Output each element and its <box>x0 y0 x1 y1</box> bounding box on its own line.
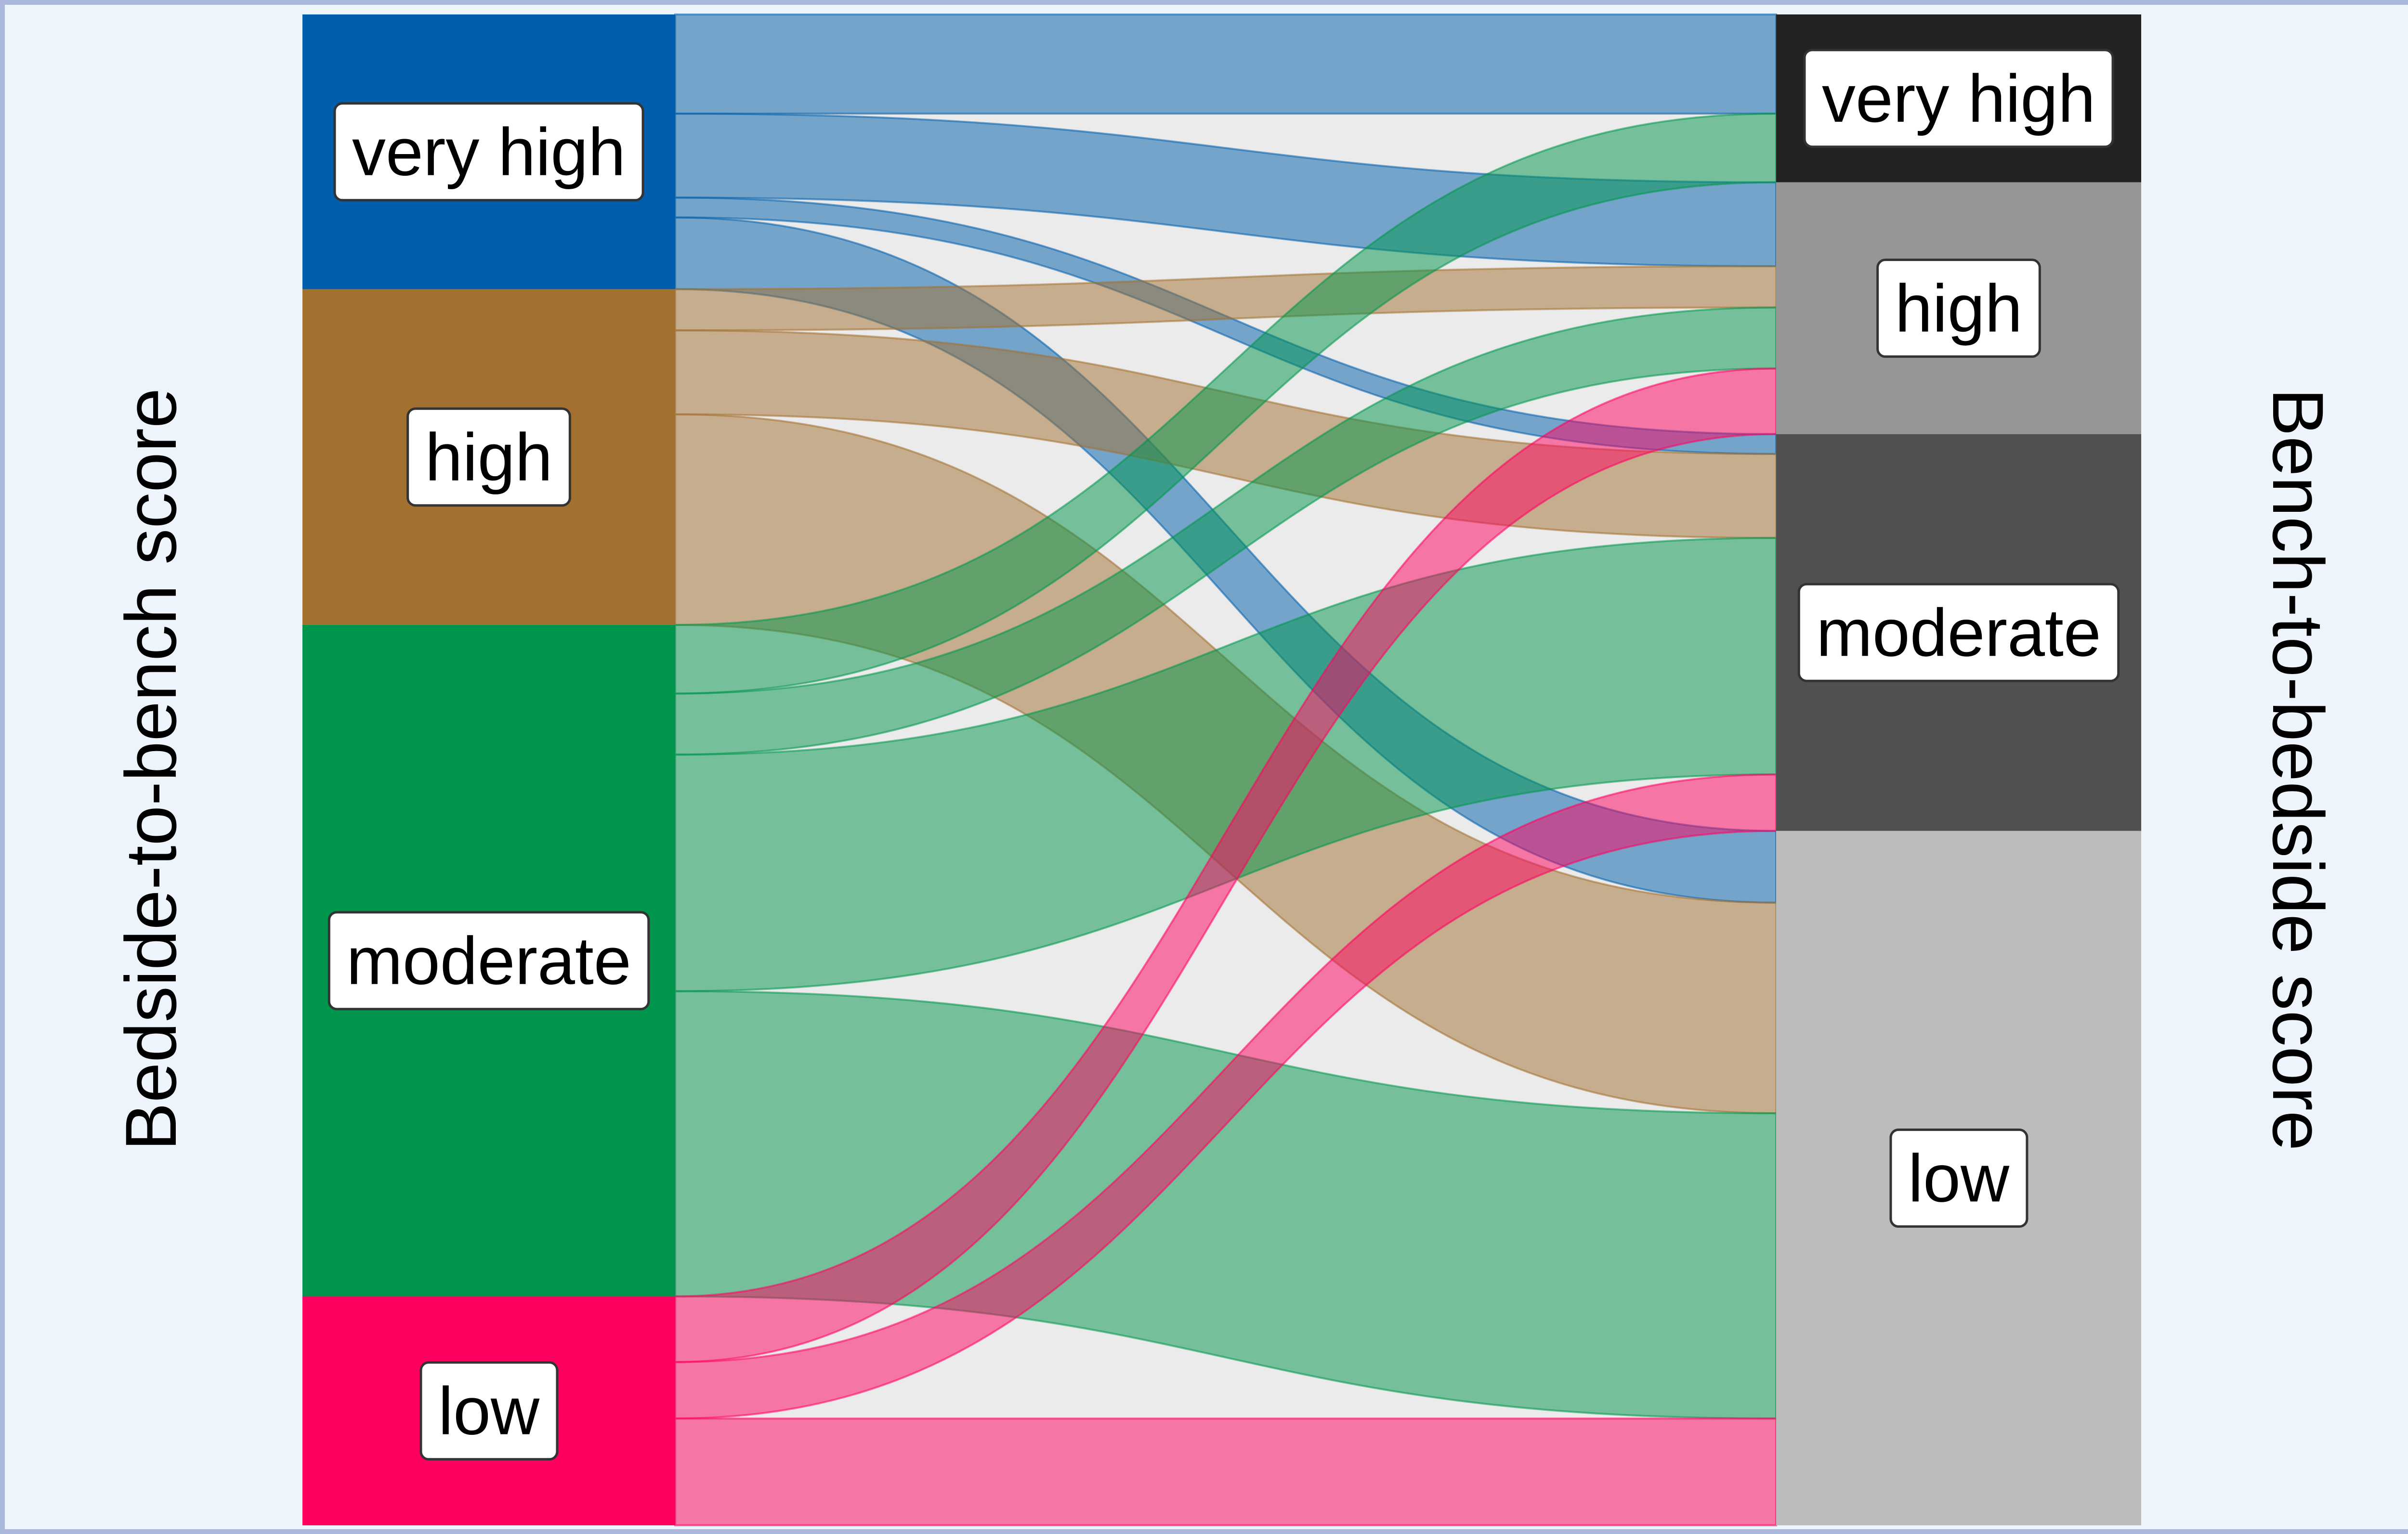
right-label-text-low: low <box>1908 1140 2010 1216</box>
right-label-box-very-high <box>1803 49 2114 148</box>
right-label-box-low <box>1889 1128 2028 1228</box>
flows-layer <box>674 13 1777 1527</box>
left-label-box-moderate <box>327 911 650 1011</box>
right-label-high: high <box>1876 259 2041 358</box>
left-label-box-very-high <box>333 102 644 202</box>
right-label-box-moderate <box>1797 583 2120 682</box>
node-labels-layer: very high high moderate low very high high mod… <box>327 49 2120 1461</box>
left-label-box-high <box>406 407 571 507</box>
left-label-text-low: low <box>438 1373 540 1449</box>
right-label-text-high: high <box>1895 271 2023 346</box>
left-label-box-low <box>419 1361 559 1461</box>
right-label-box-high <box>1876 259 2041 358</box>
right-label-text-very-high: very high <box>1822 61 2095 136</box>
left-label-low: low <box>419 1361 559 1461</box>
left-axis-title: Bedside-to-bench score <box>110 388 191 1151</box>
left-label-text-very-high: very high <box>352 114 626 190</box>
right-label-moderate: moderate <box>1797 583 2120 682</box>
left-label-text-moderate: moderate <box>346 923 631 999</box>
left-label-moderate: moderate <box>327 911 650 1011</box>
right-label-text-moderate: moderate <box>1816 595 2101 670</box>
flow-very-high-to-very-high <box>674 13 1777 115</box>
flow-low-to-low <box>674 1417 1777 1527</box>
right-axis-title: Bench-to-bedside score <box>2258 388 2339 1151</box>
left-label-very-high: very high <box>333 102 644 202</box>
left-label-text-high: high <box>425 419 553 495</box>
right-label-very-high: very high <box>1803 49 2114 148</box>
left-label-high: high <box>406 407 571 507</box>
right-label-low: low <box>1889 1128 2028 1228</box>
